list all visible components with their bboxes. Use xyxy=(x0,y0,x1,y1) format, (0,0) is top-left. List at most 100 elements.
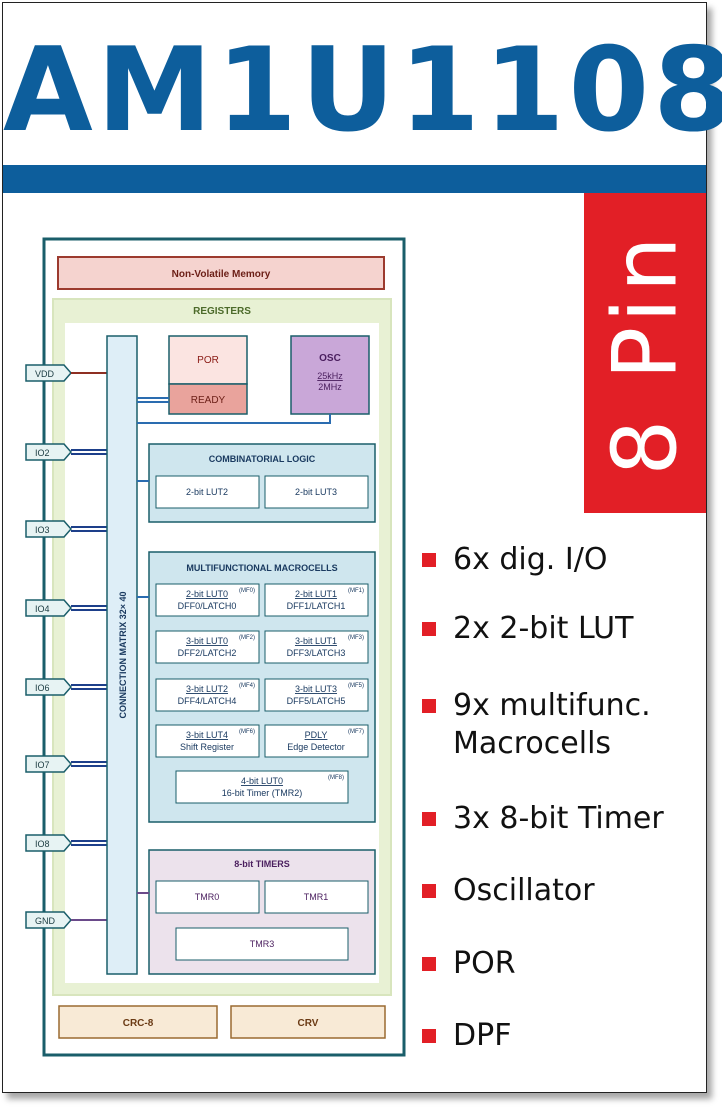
feature-label: Oscillator xyxy=(453,873,595,908)
macrocell-line2: DFF3/LATCH3 xyxy=(287,648,346,658)
macrocell-line1: PDLY xyxy=(305,730,328,740)
bullet-square-icon xyxy=(422,553,436,567)
pin-io6: IO6 xyxy=(25,678,107,696)
tmr0-block xyxy=(155,880,260,914)
feature-label: 3x 8-bit Timer xyxy=(453,801,664,836)
block-diagram: Non-Volatile Memory REGISTERS VDD IO2 IO… xyxy=(25,237,406,1057)
macrocell-mf7: PDLY Edge Detector (MF7) xyxy=(264,724,369,758)
macrocell-tag: (MF3) xyxy=(348,635,364,641)
macrocell-tag: (MF8) xyxy=(328,775,344,781)
pin-label: IO8 xyxy=(35,839,50,849)
macrocell-line2: DFF0/LATCH0 xyxy=(178,601,237,611)
bullet-square-icon xyxy=(422,1029,436,1043)
lut3-block xyxy=(264,475,369,509)
macrocell-tag: (MF6) xyxy=(239,729,255,735)
pin-label: IO2 xyxy=(35,448,50,458)
crc-block xyxy=(58,1005,218,1039)
pin-count-badge: 8 Pin xyxy=(584,193,706,513)
macrocell-line2: DFF2/LATCH2 xyxy=(178,648,237,658)
macrocell-tag: (MF4) xyxy=(239,683,255,689)
tmr3-label: TMR3 xyxy=(250,939,275,949)
bullet-square-icon xyxy=(422,884,436,898)
nvm-label: Non-Volatile Memory xyxy=(172,269,271,280)
por-label: POR xyxy=(197,355,219,366)
bullet-square-icon xyxy=(422,622,436,636)
pin-label: VDD xyxy=(35,369,55,379)
tmr1-block xyxy=(264,880,369,914)
pin-io4: IO4 xyxy=(25,599,107,617)
lut2-block xyxy=(155,475,260,509)
macrocell-line1: 2-bit LUT1 xyxy=(295,589,337,599)
macrocell-mf3: 3-bit LUT1 DFF3/LATCH3 (MF3) xyxy=(264,630,369,664)
bullet-square-icon xyxy=(422,812,436,826)
pin-label: IO4 xyxy=(35,604,50,614)
tmr0-label: TMR0 xyxy=(195,892,220,902)
feature-label: 2x 2-bit LUT xyxy=(453,611,634,646)
macrocells-title: MULTIFUNCTIONAL MACROCELLS xyxy=(186,563,337,573)
registers-label: REGISTERS xyxy=(193,306,251,317)
bullet-square-icon xyxy=(422,957,436,971)
crc-label: CRC-8 xyxy=(123,1018,154,1029)
pin-io8: IO8 xyxy=(25,834,107,852)
pin-vdd: VDD xyxy=(25,364,107,382)
crv-label: CRV xyxy=(298,1018,319,1029)
osc-block xyxy=(290,335,370,415)
bullet-square-icon xyxy=(422,699,436,713)
pin-label: GND xyxy=(35,916,56,926)
tmr1-label: TMR1 xyxy=(304,892,329,902)
macrocell-line1: 2-bit LUT0 xyxy=(186,589,228,599)
feature-label: 6x dig. I/O xyxy=(453,542,608,577)
macrocell-line2: DFF1/LATCH1 xyxy=(287,601,346,611)
pin-io7: IO7 xyxy=(25,755,107,773)
macrocell-mf5: 3-bit LUT3 DFF5/LATCH5 (MF5) xyxy=(264,678,369,712)
osc-freq-low: 25kHz xyxy=(317,371,343,381)
macrocell-line2: DFF4/LATCH4 xyxy=(178,696,237,706)
pin-label: IO3 xyxy=(35,525,50,535)
tmr3-block xyxy=(175,927,349,961)
pin-io2: IO2 xyxy=(25,443,107,461)
macrocell-mf6: 3-bit LUT4 Shift Register (MF6) xyxy=(155,724,260,758)
crv-block xyxy=(230,1005,386,1039)
pin-gnd: GND xyxy=(25,911,107,929)
title-divider-bar xyxy=(3,165,706,193)
macrocell-line2: Edge Detector xyxy=(287,742,345,752)
connection-matrix-label: CONNECTION MATRIX 32× 40 xyxy=(118,591,128,718)
macrocell-mf1: 2-bit LUT1 DFF1/LATCH1 (MF1) xyxy=(264,583,369,617)
macrocell-tag: (MF7) xyxy=(348,729,364,735)
macrocell-line2: Shift Register xyxy=(180,742,234,752)
macrocell-tag: (MF0) xyxy=(239,588,255,594)
connection-matrix xyxy=(106,335,138,975)
macrocell-mf8: 4-bit LUT0 16-bit Timer (TMR2) (MF8) xyxy=(175,770,349,804)
macrocell-line1: 3-bit LUT3 xyxy=(295,684,337,694)
timers-title: 8-bit TIMERS xyxy=(234,859,290,869)
feature-label: DPF xyxy=(453,1018,512,1053)
macrocell-tag: (MF5) xyxy=(348,683,364,689)
osc-title: OSC xyxy=(319,353,341,364)
macrocell-line1: 3-bit LUT2 xyxy=(186,684,228,694)
comb-logic-title: COMBINATORIAL LOGIC xyxy=(209,454,316,464)
macrocell-mf2: 3-bit LUT0 DFF2/LATCH2 (MF2) xyxy=(155,630,260,664)
pin-label: IO7 xyxy=(35,760,50,770)
macrocell-line1: 3-bit LUT1 xyxy=(295,636,337,646)
macrocell-tag: (MF2) xyxy=(239,635,255,641)
macrocell-line2: 16-bit Timer (TMR2) xyxy=(222,788,303,798)
feature-label: POR xyxy=(453,946,516,981)
pin-io3: IO3 xyxy=(25,520,107,538)
macrocell-tag: (MF1) xyxy=(348,588,364,594)
macrocell-line1: 3-bit LUT4 xyxy=(186,730,228,740)
macrocell-line1: 4-bit LUT0 xyxy=(241,776,283,786)
macrocell-mf4: 3-bit LUT2 DFF4/LATCH4 (MF4) xyxy=(155,678,260,712)
lut2-label: 2-bit LUT2 xyxy=(186,487,228,497)
macrocell-mf0: 2-bit LUT0 DFF0/LATCH0 (MF0) xyxy=(155,583,260,617)
nvm-block xyxy=(57,256,385,290)
pin-label: IO6 xyxy=(35,683,50,693)
product-title: AM1U1108 xyxy=(3,23,722,158)
ready-block xyxy=(168,383,248,415)
lut3-label: 2-bit LUT3 xyxy=(295,487,337,497)
macrocell-line2: DFF5/LATCH5 xyxy=(287,696,346,706)
ready-label: READY xyxy=(191,395,226,406)
macrocell-line1: 3-bit LUT0 xyxy=(186,636,228,646)
osc-freq-high: 2MHz xyxy=(318,382,342,392)
feature-label: 9x multifunc. Macrocells xyxy=(453,688,651,761)
